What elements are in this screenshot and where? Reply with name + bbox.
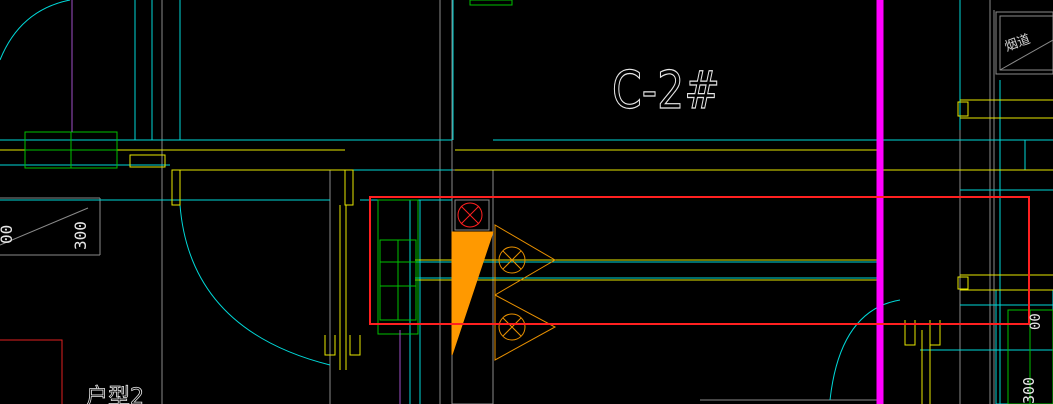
dimension-left-partial-label: 00 (0, 225, 16, 244)
fan-triangle-lower (494, 294, 557, 361)
fan-circle-top (457, 202, 483, 228)
chimney-label: 烟道 (1003, 32, 1033, 55)
red-corner-outline (0, 339, 63, 404)
green-elements (24, 0, 1053, 404)
dimension-left-label: 300 (71, 221, 90, 250)
dimension-right-label: 300 (1020, 377, 1038, 404)
orange-filled-triangle (451, 231, 494, 356)
red-selection-box[interactable] (369, 196, 1030, 325)
fan-triangle-upper (494, 224, 556, 296)
room-type-label: 户型2 (86, 385, 144, 404)
room-label: C-2# (612, 61, 720, 121)
purple-lines (71, 0, 401, 404)
yellow-lines (0, 99, 1053, 404)
dimension-right-top-label: 00 (1028, 313, 1044, 330)
